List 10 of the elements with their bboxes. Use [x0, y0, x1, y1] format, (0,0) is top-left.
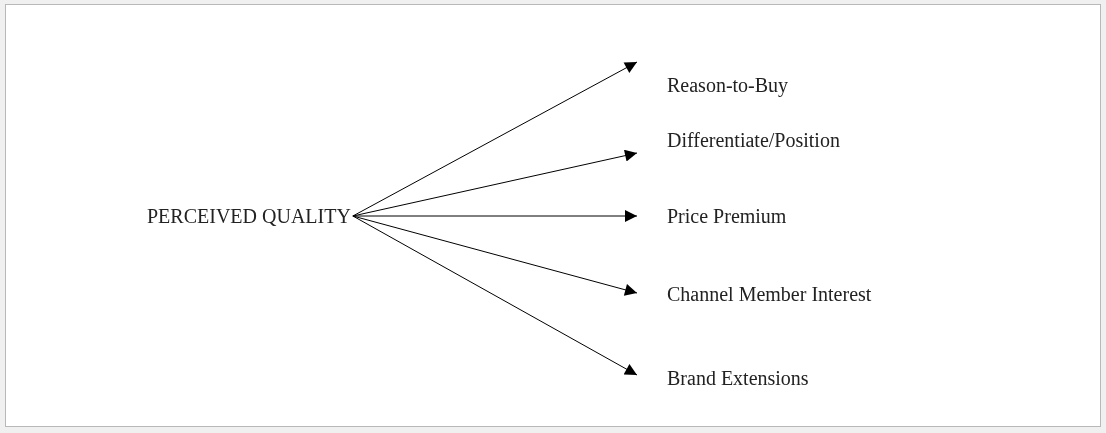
- node-label: Differentiate/Position: [667, 127, 840, 153]
- node-label: Reason-to-Buy: [667, 72, 789, 98]
- arrow: [352, 215, 638, 376]
- arrow: [352, 149, 638, 217]
- node-label: Price Premium: [667, 203, 787, 229]
- node-label: Channel Member Interest: [667, 281, 872, 307]
- arrow: [352, 215, 638, 296]
- node-label: PERCEIVED QUALITY: [147, 203, 351, 229]
- arrow: [352, 61, 638, 217]
- node-label: Brand Extensions: [667, 365, 809, 391]
